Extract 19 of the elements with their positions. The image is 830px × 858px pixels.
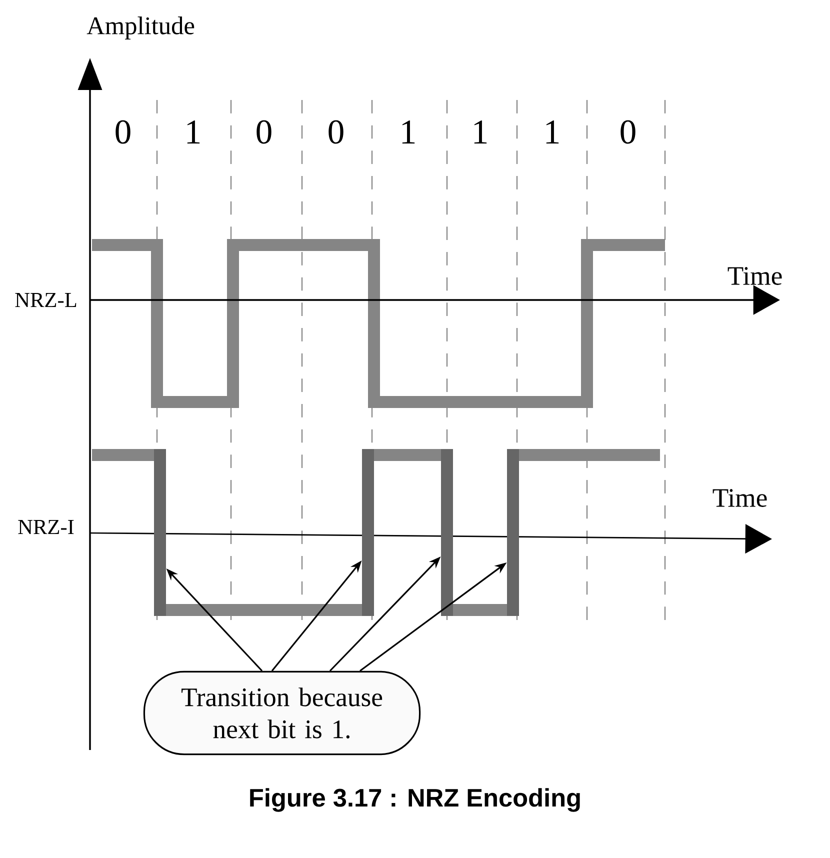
caption: Figure 3.17 : NRZ Encoding xyxy=(250,788,580,812)
bit-label: 1 xyxy=(474,120,487,144)
bit-label: 1 xyxy=(402,120,415,144)
bit-label: 1 xyxy=(187,120,200,144)
transition-edge xyxy=(441,449,453,616)
axis-label: NRZ-L xyxy=(15,293,76,307)
axis-label: NRZ-I xyxy=(18,520,74,534)
axis-label: Time xyxy=(712,489,767,507)
bit-label: 0 xyxy=(328,120,344,144)
bit-label: 0 xyxy=(620,120,636,144)
axis-label: Amplitude xyxy=(86,16,194,40)
transition-edge xyxy=(507,449,519,616)
bit-label: 1 xyxy=(546,120,559,144)
bit-label: 0 xyxy=(116,120,130,144)
axis-label: Time xyxy=(728,267,782,285)
callout-box: Transition because next bit is 1. xyxy=(143,670,421,756)
bit-label: 0 xyxy=(256,120,272,144)
transition-edge xyxy=(154,449,166,616)
transition-edge xyxy=(362,449,374,616)
